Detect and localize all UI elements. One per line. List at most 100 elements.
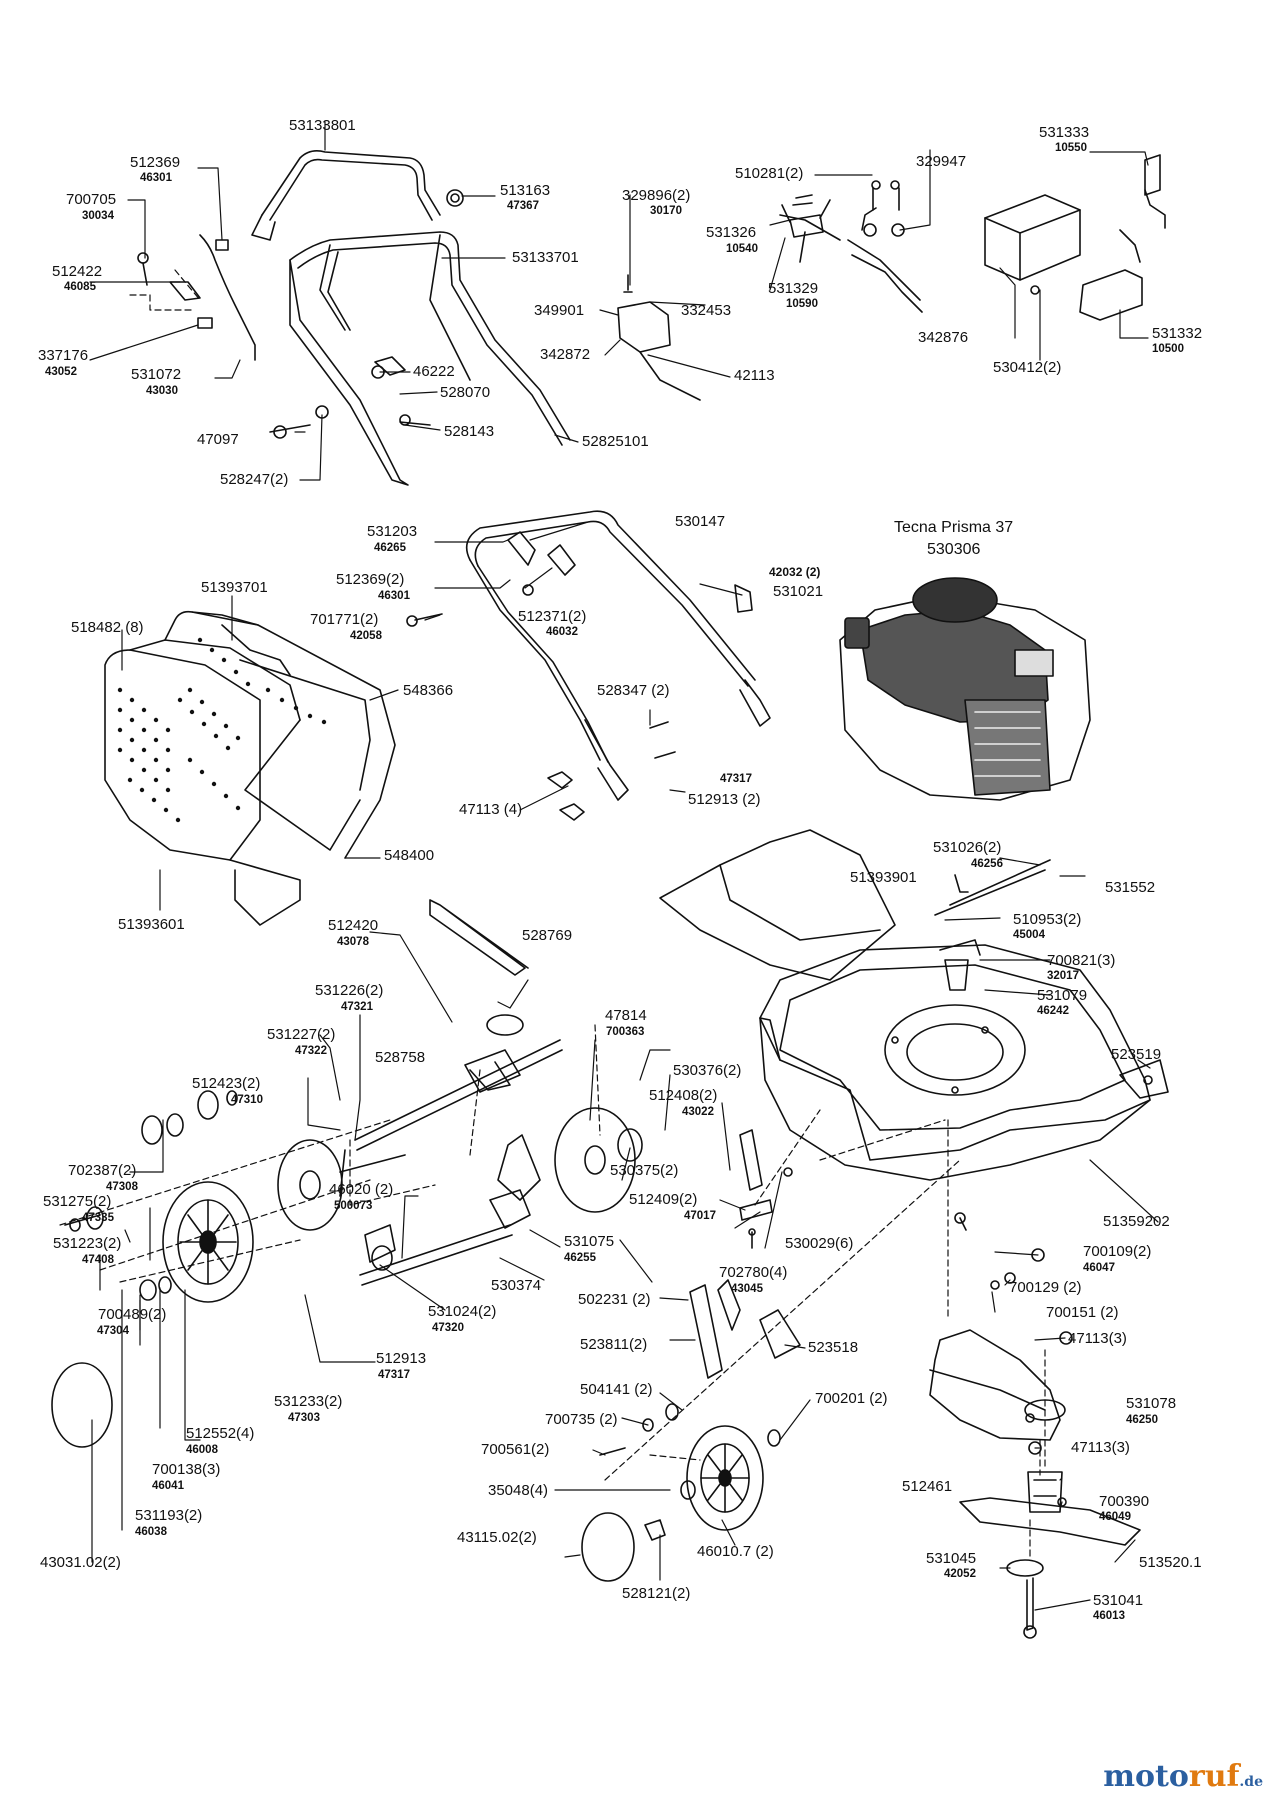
- part-sub-number: 32017: [1047, 970, 1079, 982]
- part-number: 43031.02(2): [40, 1554, 121, 1571]
- rear-wheel: [162, 1181, 254, 1303]
- control-box-349901: [617, 301, 671, 353]
- part-number: 531024(2): [428, 1303, 497, 1320]
- part-sub-number: 46032: [546, 626, 578, 638]
- part-number: 504141 (2): [580, 1381, 653, 1398]
- part-sub-number: 42052: [944, 1568, 976, 1580]
- part-sub-number: 700363: [606, 1026, 645, 1038]
- part-number: 47113(3): [1071, 1439, 1130, 1456]
- part-number: 702387(2): [68, 1162, 137, 1179]
- part-number: 700821(3): [1047, 952, 1116, 969]
- part-number: 531203: [367, 523, 418, 540]
- wheel-hub-531024: [277, 1139, 343, 1231]
- part-sub-number: 46265: [374, 542, 406, 554]
- part-number: 46020 (2): [329, 1181, 394, 1198]
- part-sub-number: 47017: [684, 1210, 716, 1222]
- part-sub-number: 47308: [106, 1181, 138, 1193]
- part-number: 531226(2): [315, 982, 384, 999]
- part-sub-number: 46301: [378, 590, 410, 602]
- part-sub-number: 46013: [1093, 1610, 1125, 1622]
- engine-model-label: Tecna Prisma 37: [894, 519, 1014, 536]
- battery-drawing: [984, 154, 1166, 321]
- part-number: 530029(6): [785, 1235, 854, 1252]
- part-sub-number: 10590: [786, 298, 818, 310]
- assembly-lines: [59, 269, 1046, 1561]
- part-number: 523518: [808, 1339, 859, 1356]
- part-number: 548366: [403, 682, 454, 699]
- part-sub-number: 47310: [231, 1094, 263, 1106]
- part-number: 531333: [1039, 124, 1090, 141]
- part-number: 700201 (2): [815, 1390, 888, 1407]
- part-sub-number: 46041: [152, 1480, 184, 1492]
- nut-337176: [197, 317, 213, 329]
- watermark-suffix: .de: [1239, 1774, 1263, 1790]
- part-number: 512409(2): [629, 1191, 698, 1208]
- part-number: 53133701: [512, 249, 579, 266]
- part-number: 512913: [376, 1350, 427, 1367]
- part-number: 53133801: [289, 117, 356, 134]
- part-sub-number: 47322: [295, 1045, 327, 1057]
- part-number: 47317: [720, 773, 752, 785]
- part-number: 512913 (2): [688, 791, 761, 808]
- part-sub-number: 47408: [82, 1254, 114, 1266]
- part-number: 332453: [681, 302, 732, 319]
- part-number: 531227(2): [267, 1026, 336, 1043]
- part-number: 531193(2): [135, 1507, 203, 1524]
- part-number: 531233(2): [274, 1393, 343, 1410]
- bracket-523518: [759, 1309, 801, 1359]
- part-number: 47113 (4): [459, 801, 523, 818]
- part-sub-number: 47367: [507, 200, 539, 212]
- clip-512369: [215, 239, 229, 251]
- hub-cap-43115: [581, 1512, 635, 1582]
- hub-cap-43031: [51, 1362, 113, 1448]
- part-number: 518482 (8): [71, 619, 144, 636]
- part-sub-number: 47303: [288, 1412, 320, 1424]
- part-number: 528070: [440, 384, 491, 401]
- part-number: 342876: [918, 329, 969, 346]
- part-number: 510281(2): [735, 165, 804, 182]
- part-number: 52825101: [582, 433, 649, 450]
- part-number: 701771(2): [310, 611, 379, 628]
- part-number: 700705: [66, 191, 117, 208]
- part-number: 530147: [675, 513, 726, 530]
- part-number: 700151 (2): [1046, 1304, 1119, 1321]
- engine-drawing: [839, 577, 1091, 801]
- part-number: 42032 (2): [769, 565, 821, 579]
- part-number: 528121(2): [622, 1585, 691, 1602]
- deck-drawing: [759, 944, 1151, 1181]
- lower-handle-drawing: [289, 231, 571, 486]
- watermark-logo: motoruf.de: [1103, 1759, 1263, 1794]
- washer-531045: [1006, 1559, 1044, 1577]
- part-sub-number: 10500: [1152, 343, 1184, 355]
- part-sub-number: 43045: [731, 1283, 763, 1295]
- part-number: 528247(2): [220, 471, 289, 488]
- clip-512422: [169, 281, 201, 301]
- part-number: 523811(2): [580, 1336, 648, 1353]
- part-sub-number: 47317: [378, 1369, 410, 1381]
- part-number: 513520.1: [1139, 1554, 1202, 1571]
- part-number: 523519: [1111, 1046, 1162, 1063]
- part-number: 702780(4): [719, 1264, 788, 1281]
- part-number: 531026(2): [933, 839, 1002, 856]
- part-number: 548400: [384, 847, 435, 864]
- part-number: 329896(2): [622, 187, 691, 204]
- part-number: 342872: [540, 346, 591, 363]
- part-sub-number: 46085: [64, 281, 96, 293]
- part-number: 528769: [522, 927, 573, 944]
- part-number: 349901: [534, 302, 585, 319]
- part-number: 531045: [926, 1550, 977, 1567]
- part-sub-number: 46301: [140, 172, 172, 184]
- part-number: 51393701: [201, 579, 268, 596]
- part-sub-number: 47304: [97, 1325, 129, 1337]
- part-number: 530412(2): [993, 359, 1062, 376]
- part-number: 700489(2): [98, 1306, 167, 1323]
- watermark-part: ruf: [1188, 1759, 1240, 1794]
- lever-523811: [689, 1284, 723, 1379]
- part-number: 531329: [768, 280, 819, 297]
- part-sub-number: 43022: [682, 1106, 714, 1118]
- part-sub-number: 47335: [82, 1212, 114, 1224]
- part-number: 531332: [1152, 325, 1203, 342]
- part-number: 46222: [413, 363, 455, 380]
- part-number: 700129 (2): [1009, 1279, 1082, 1296]
- part-number: 531326: [706, 224, 757, 241]
